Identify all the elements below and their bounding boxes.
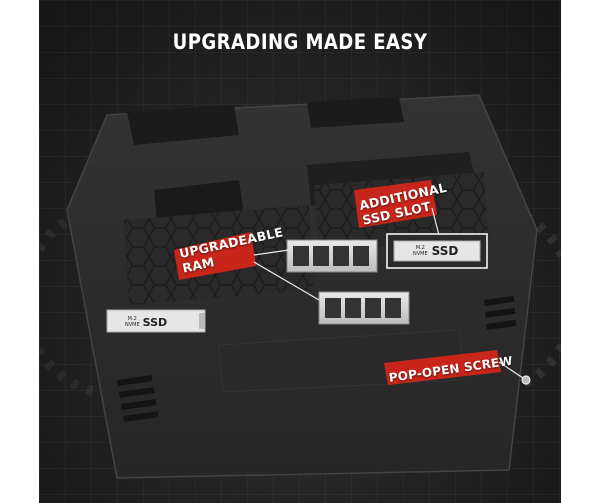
ssd-right-nvme: NVME	[413, 251, 428, 257]
side-vents	[117, 295, 517, 422]
ssd-right-m2: M.2	[415, 245, 425, 251]
page-title: UPGRADING MADE EASY	[172, 30, 428, 54]
product-banner: UPGRADING MADE EASY	[39, 0, 561, 503]
leader-lines	[253, 207, 531, 385]
ssd-right	[386, 233, 488, 269]
ssd-left	[106, 309, 206, 333]
ssd-left-m2: M.2	[127, 316, 137, 322]
red-label-banners	[174, 180, 501, 385]
ssd-right-label: M.2 NVME SSD	[413, 243, 479, 259]
ram-module-bottom	[318, 291, 410, 325]
ssd-left-big: SSD	[142, 315, 168, 329]
ssd-left-nvme: NVME	[125, 322, 140, 328]
laptop-illustration	[39, 94, 561, 479]
ram-module-top	[286, 239, 378, 273]
ssd-right-big: SSD	[431, 244, 459, 258]
ssd-left-label: M.2 NVME SSD	[125, 314, 199, 330]
